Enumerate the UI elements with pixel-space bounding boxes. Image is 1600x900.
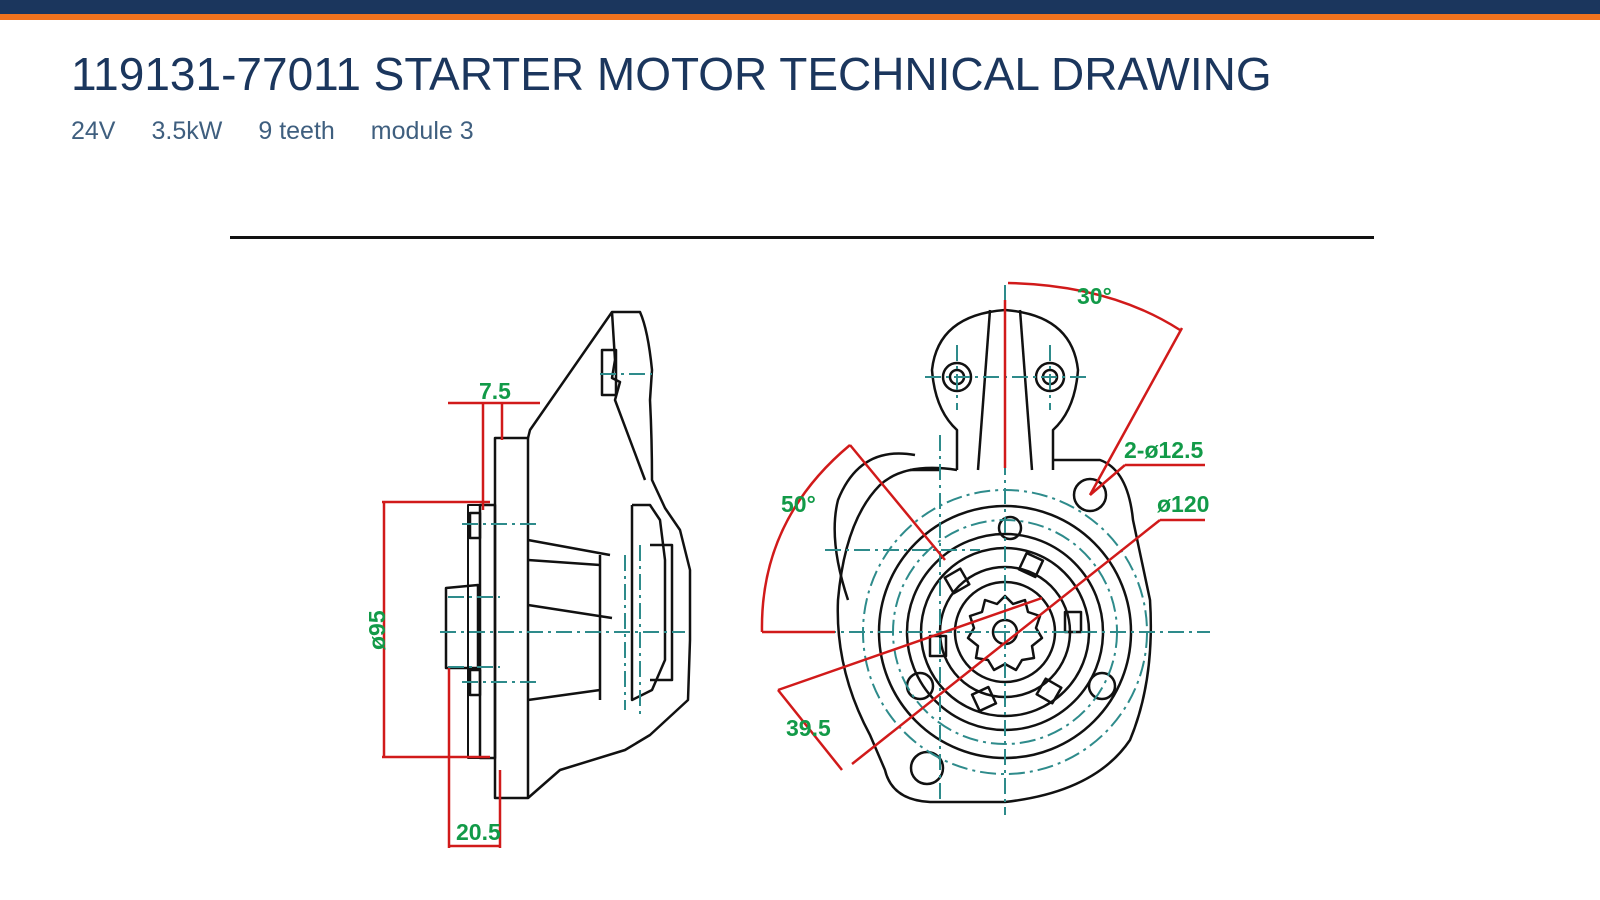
divider-line xyxy=(230,236,1374,239)
spec-power: 3.5kW xyxy=(151,117,223,145)
dimension-label: ø120 xyxy=(1157,491,1209,517)
front-view-centerlines xyxy=(820,285,1210,815)
dimension-label: 7.5 xyxy=(479,378,511,404)
spec-list: 24V 3.5kW 9 teeth module 3 xyxy=(71,115,474,147)
spec-module: module 3 xyxy=(370,117,474,145)
dimension-label: ø95 xyxy=(364,610,390,650)
dimension-label: 30° xyxy=(1077,283,1112,309)
dimension-label: 20.5 xyxy=(456,819,501,845)
front-view-dimension-lines xyxy=(760,281,1205,771)
header-accent-bar xyxy=(0,14,1600,20)
spec-teeth: 9 teeth xyxy=(258,117,335,145)
dimension-label: 2-ø12.5 xyxy=(1124,437,1203,463)
header-top-bar xyxy=(0,0,1600,14)
dimension-label: 39.5 xyxy=(786,715,831,741)
front-view xyxy=(833,308,1153,804)
side-view-dimension-lines xyxy=(382,401,540,848)
page-title: 119131-77011 STARTER MOTOR TECHNICAL DRA… xyxy=(71,48,1272,100)
side-view-centerlines xyxy=(440,373,685,718)
spec-voltage: 24V xyxy=(71,117,116,145)
dimension-label: 50° xyxy=(781,491,816,517)
